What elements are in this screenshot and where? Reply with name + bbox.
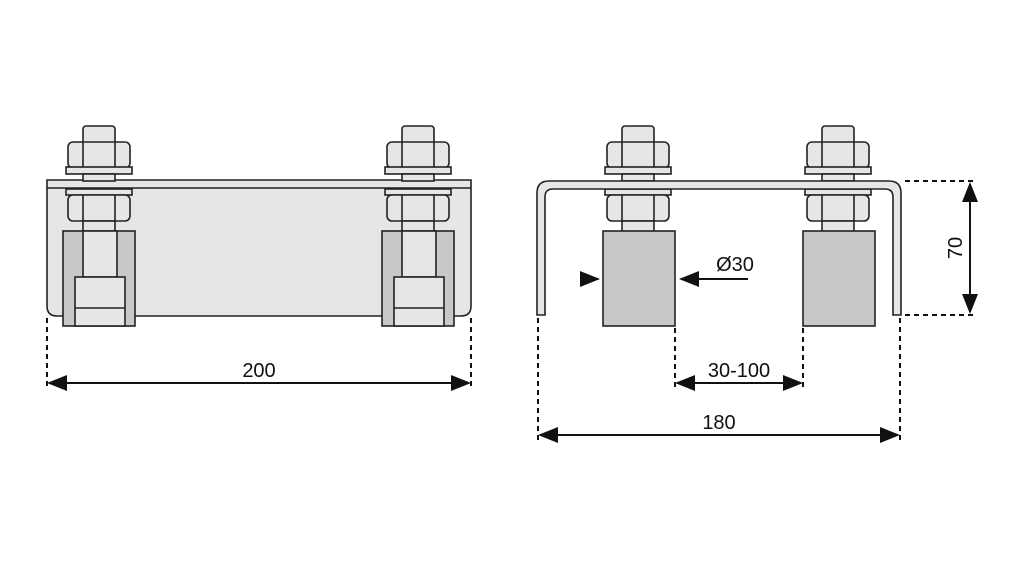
bolt-left: [62, 125, 136, 327]
dimension-spacing: 30-100: [708, 360, 770, 382]
dimension-200: 200: [242, 360, 275, 382]
dimension-diameter: Ø30: [716, 254, 754, 276]
front-view: 200: [46, 125, 472, 391]
dimension-70: 70: [945, 237, 967, 259]
u-bracket: [536, 180, 902, 316]
side-view: Ø30 70 30-100 180: [536, 125, 978, 443]
dimension-180: 180: [702, 412, 735, 434]
roller-left: [602, 230, 676, 327]
mounting-plate: [46, 179, 472, 317]
bolt-right: [381, 125, 455, 327]
roller-right: [802, 230, 876, 327]
